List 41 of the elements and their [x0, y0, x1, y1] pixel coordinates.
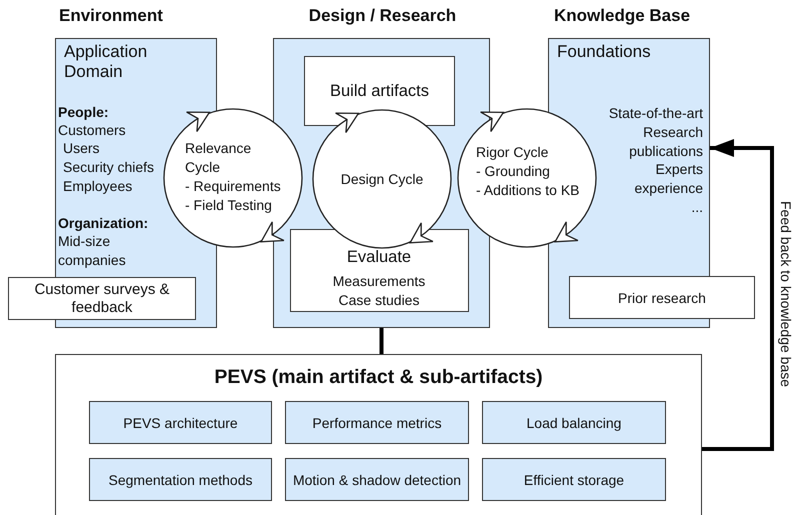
component-box: PEVS architecture	[89, 401, 272, 444]
list-item: Employees	[63, 177, 132, 196]
list-heading: Organization:	[58, 214, 148, 233]
column-heading: Knowledge Base	[554, 7, 690, 26]
list-item: State-of-the-art	[608, 104, 703, 123]
list-item: Mid-size companies	[58, 232, 127, 270]
box-title: Evaluate	[346, 248, 412, 267]
component-box: Motion & shadow detection	[285, 458, 469, 501]
connector-line	[380, 328, 384, 354]
artifact-panel	[55, 354, 702, 515]
list-item: - Grounding	[476, 162, 551, 181]
process-box: Build artifacts	[304, 56, 455, 126]
list-item: Experts experience	[634, 160, 703, 198]
list-item: - Field Testing	[185, 196, 273, 215]
cycle-title: Relevance Cycle	[185, 139, 252, 176]
component-box: Efficient storage	[482, 458, 666, 501]
panel-title: Application Domain	[64, 42, 148, 82]
process-box: Prior research	[569, 276, 755, 319]
list-item: Research publications	[628, 123, 703, 160]
component-box: Segmentation methods	[89, 458, 272, 501]
component-box: Performance metrics	[285, 401, 469, 444]
panel-title: Foundations	[557, 42, 651, 62]
list-item: Users	[63, 139, 100, 158]
process-box	[290, 229, 469, 312]
list-item: Security chiefs	[63, 158, 154, 177]
cycle-title: Design Cycle	[340, 170, 424, 189]
column-heading: Design / Research	[308, 7, 458, 26]
arrow	[702, 139, 774, 451]
panel-title: PEVS (main artifact & sub-artifacts)	[213, 368, 544, 387]
box-text: Case studies	[338, 291, 420, 310]
list-item: ...	[690, 198, 703, 217]
box-text: Measurements	[332, 272, 426, 291]
list-heading: People:	[58, 103, 109, 122]
column-heading: Environment	[59, 7, 163, 26]
process-box: Customer surveys & feedback	[8, 277, 196, 320]
list-item: - Requirements	[185, 177, 282, 196]
cycle-title: Rigor Cycle	[476, 143, 550, 162]
edge-label: Feed back to knowledge base	[778, 200, 794, 387]
list-item: - Additions to KB	[476, 181, 581, 200]
list-item: Customers	[58, 121, 126, 140]
component-box: Load balancing	[482, 401, 666, 444]
